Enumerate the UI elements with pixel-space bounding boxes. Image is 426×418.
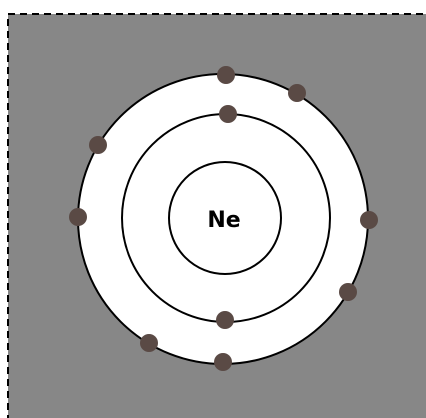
electron — [217, 66, 235, 84]
electron — [214, 353, 232, 371]
electron — [360, 211, 378, 229]
electron — [219, 105, 237, 123]
electron — [216, 311, 234, 329]
electron — [89, 136, 107, 154]
electron — [288, 84, 306, 102]
element-symbol: Ne — [207, 208, 240, 233]
electron — [339, 283, 357, 301]
electron — [69, 208, 87, 226]
electron — [140, 334, 158, 352]
